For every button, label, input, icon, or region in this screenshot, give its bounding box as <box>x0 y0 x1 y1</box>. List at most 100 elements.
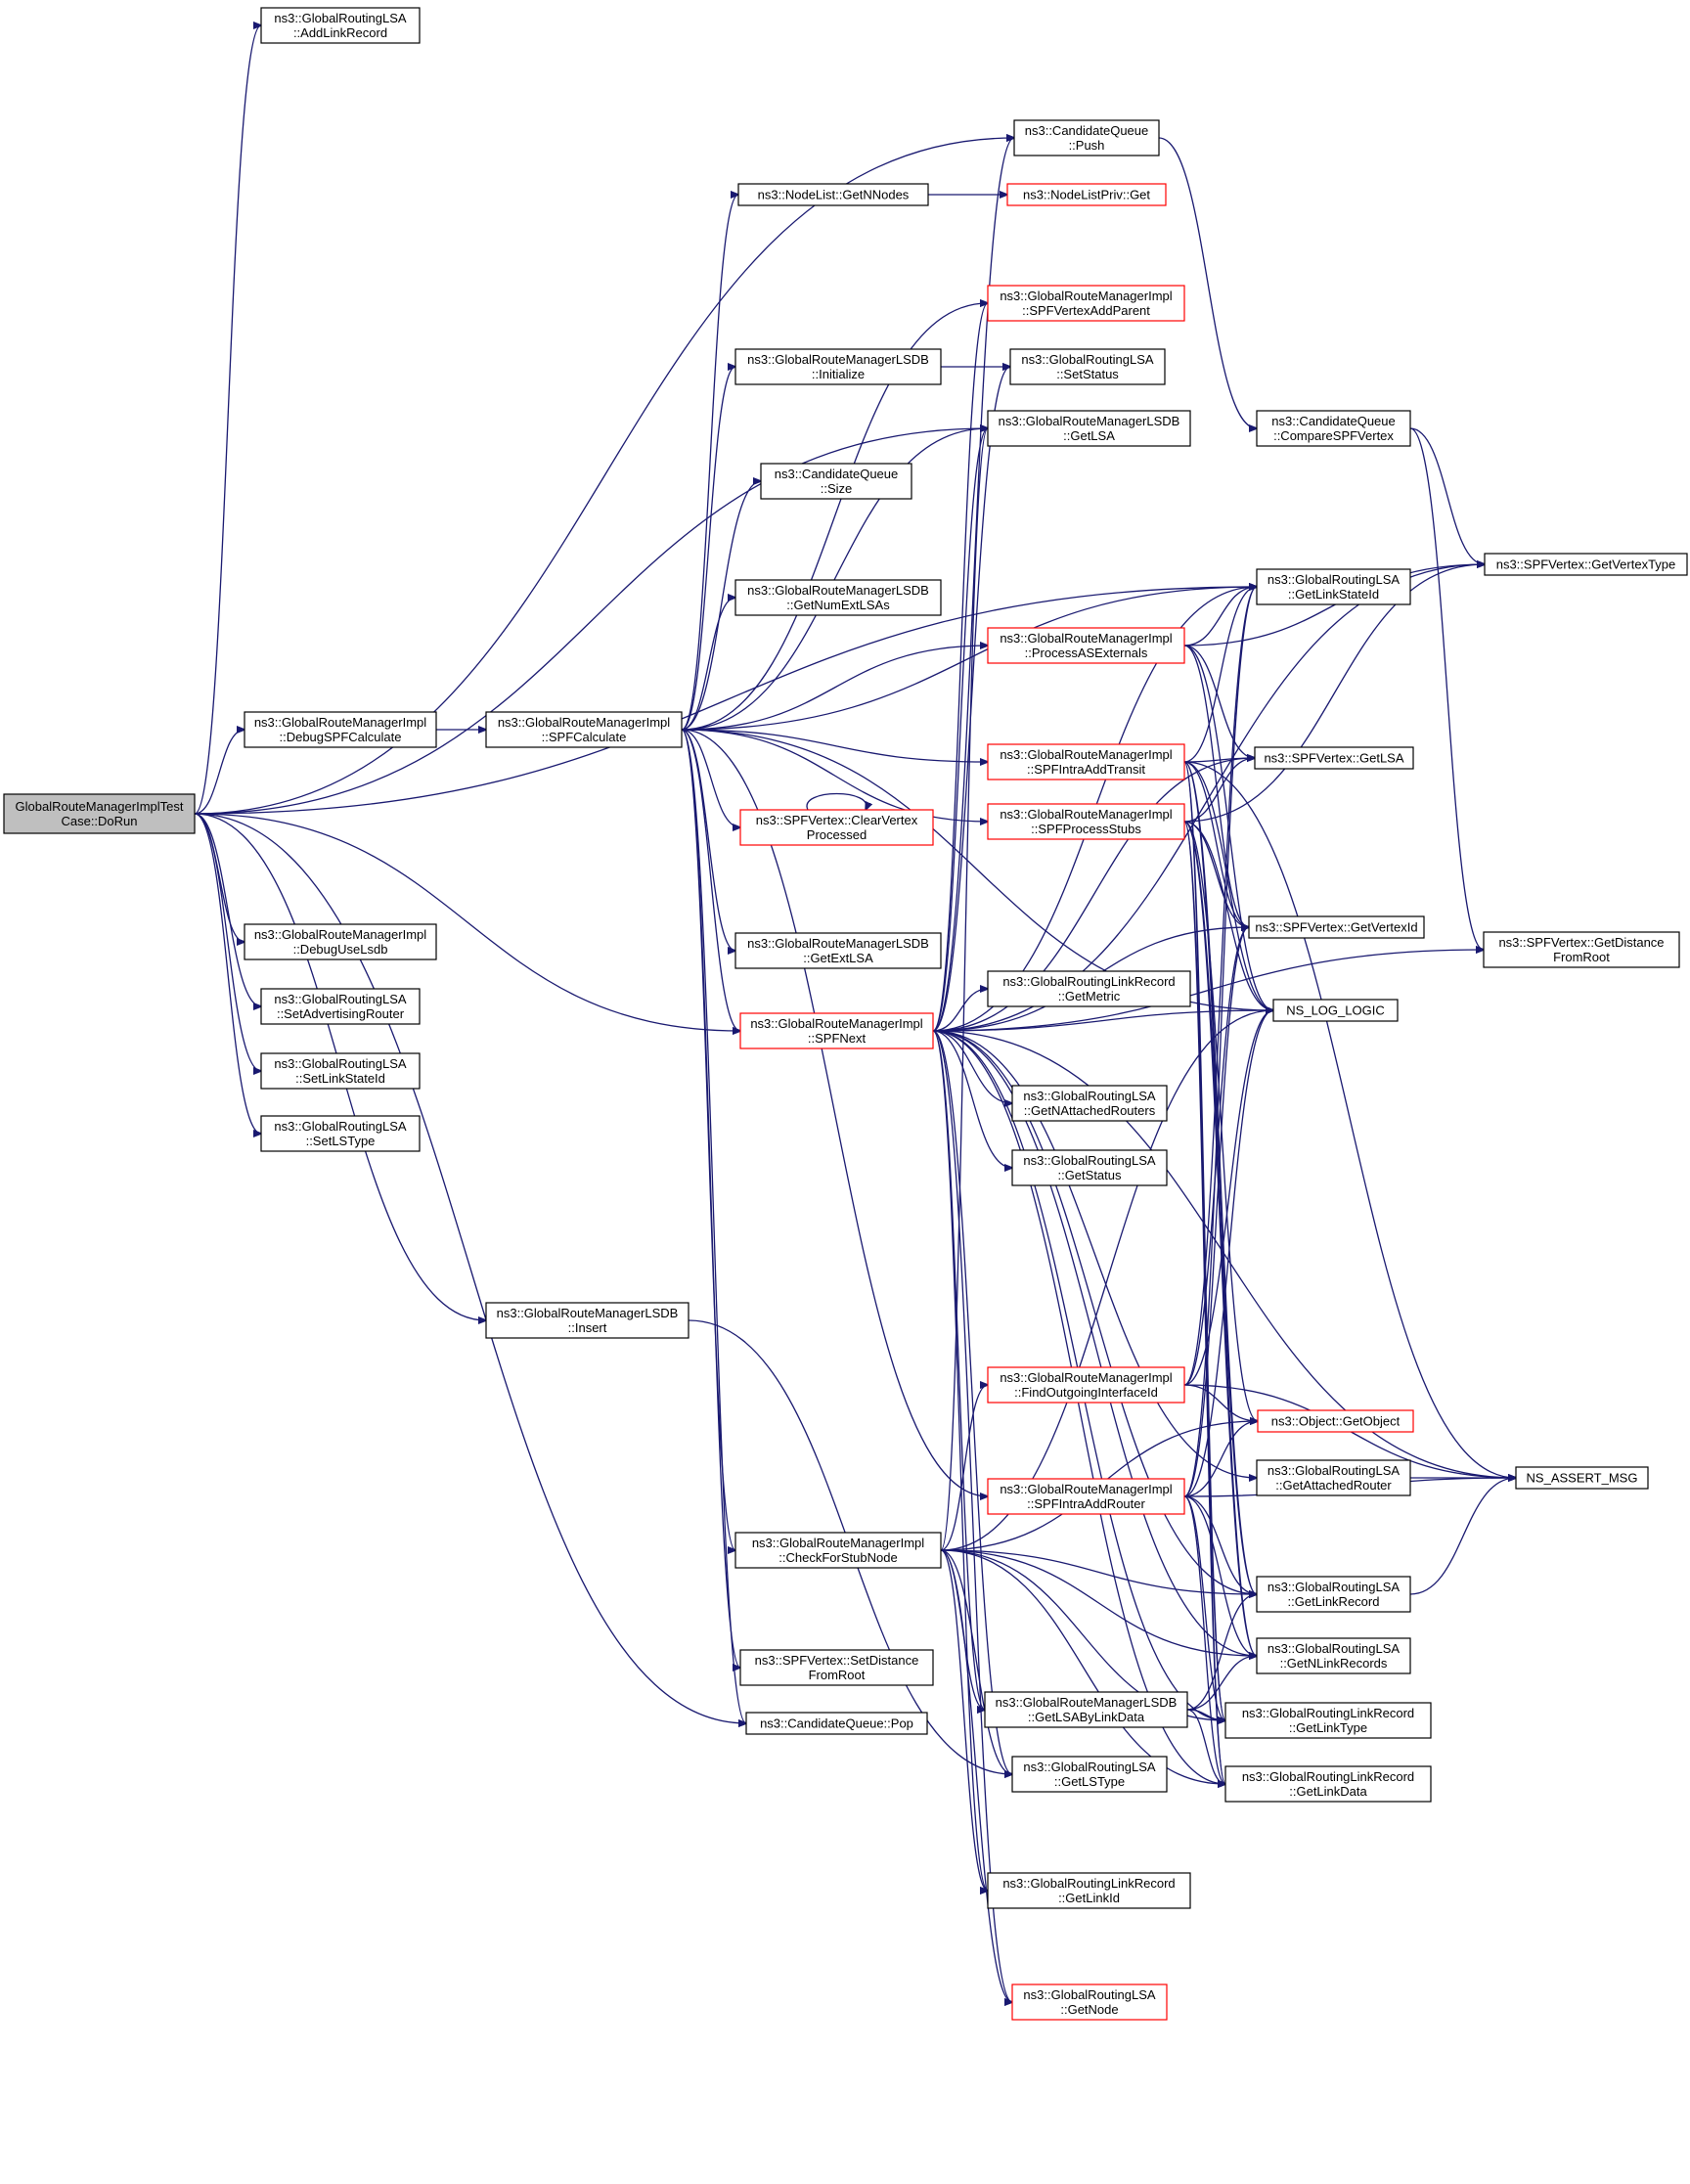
edge-spfNext-to-lsaGetLSType <box>932 1030 1012 1774</box>
node-getLinkData[interactable]: ns3::GlobalRoutingLinkRecord::GetLinkDat… <box>1224 1765 1432 1803</box>
node-debugUseLsdb[interactable]: ns3::GlobalRouteManagerImpl::DebugUseLsd… <box>244 923 437 960</box>
edge-checkForStubNode-to-nsLogLogic <box>940 1010 1273 1551</box>
node-checkForStubNode[interactable]: ns3::GlobalRouteManagerImpl::CheckForStu… <box>734 1532 942 1569</box>
node-lsaGetLinkStateId[interactable]: ns3::GlobalRoutingLSA::GetLinkStateId <box>1256 568 1411 605</box>
node-spfIntraAddRouter[interactable]: ns3::GlobalRouteManagerImpl::SPFIntraAdd… <box>987 1478 1185 1515</box>
node-cqSize[interactable]: ns3::CandidateQueue::Size <box>760 463 912 500</box>
edge-doRun-to-setLSType <box>194 813 261 1134</box>
node-lsdbGetLSA[interactable]: ns3::GlobalRouteManagerLSDB::GetLSA <box>987 410 1191 447</box>
node-label: ::SetStatus <box>1056 367 1119 381</box>
node-label: ::SetAdvertisingRouter <box>277 1006 405 1021</box>
node-lsaSetStatus[interactable]: ns3::GlobalRoutingLSA::SetStatus <box>1009 348 1166 385</box>
edge-spfCalculate-to-processASExternals <box>681 646 988 731</box>
node-box <box>1254 746 1414 770</box>
node-vertexGetLSA[interactable]: ns3::SPFVertex::GetLSA <box>1254 746 1414 770</box>
node-getExtLSA[interactable]: ns3::GlobalRouteManagerLSDB::GetExtLSA <box>734 932 942 969</box>
node-getNumExtLSAs[interactable]: ns3::GlobalRouteManagerLSDB::GetNumExtLS… <box>734 579 942 616</box>
node-lsdbInitialize[interactable]: ns3::GlobalRouteManagerLSDB::Initialize <box>734 348 942 385</box>
node-getNLinkRecords[interactable]: ns3::GlobalRoutingLSA::GetNLinkRecords <box>1256 1637 1411 1674</box>
node-getLSAByLinkData[interactable]: ns3::GlobalRouteManagerLSDB::GetLSAByLin… <box>984 1691 1188 1728</box>
node-label: ::SPFNext <box>808 1031 867 1046</box>
node-label: ns3::CandidateQueue <box>775 467 898 481</box>
node-label: ::GetAttachedRouter <box>1275 1478 1392 1493</box>
edge-checkForStubNode-to-findOutgoingInterfaceId <box>940 1385 988 1551</box>
node-nsLogLogic[interactable]: NS_LOG_LOGIC <box>1272 999 1399 1022</box>
node-lsdbInsert[interactable]: ns3::GlobalRouteManagerLSDB::Insert <box>485 1302 689 1339</box>
node-cqPop[interactable]: ns3::CandidateQueue::Pop <box>745 1712 928 1735</box>
node-box <box>1484 553 1688 576</box>
node-label: ::SPFIntraAddRouter <box>1027 1496 1145 1511</box>
node-label: ::GetMetric <box>1058 989 1121 1003</box>
node-findOutgoingInterfaceId[interactable]: ns3::GlobalRouteManagerImpl::FindOutgoin… <box>987 1366 1185 1404</box>
edge-spfCalculate-to-lsaGetLinkStateId <box>681 587 1257 731</box>
edge-spfCalculate-to-spfProcessStubs <box>681 729 988 822</box>
node-label: ::ProcessASExternals <box>1025 646 1148 660</box>
node-nodeListPrivGet[interactable]: ns3::NodeListPriv::Get <box>1006 183 1167 206</box>
node-getMetric[interactable]: ns3::GlobalRoutingLinkRecord::GetMetric <box>987 970 1191 1007</box>
node-getAttachedRouter[interactable]: ns3::GlobalRoutingLSA::GetAttachedRouter <box>1256 1459 1411 1496</box>
edge-spfIntraAddTransit-to-nsLogLogic <box>1183 761 1273 1010</box>
node-debugSPFCalculate[interactable]: ns3::GlobalRouteManagerImpl::DebugSPFCal… <box>244 711 437 748</box>
node-lsaGetNode[interactable]: ns3::GlobalRoutingLSA::GetNode <box>1011 1983 1168 2021</box>
node-label: ::SetLSType <box>306 1134 376 1148</box>
edge-spfIntraAddTransit-to-lsaGetLinkStateId <box>1183 587 1257 763</box>
edge-spfIntraAddRouter-to-getLinkType <box>1183 1495 1225 1720</box>
node-label: ns3::SPFVertex::GetVertexType <box>1496 557 1676 572</box>
node-label: ns3::NodeListPriv::Get <box>1023 188 1150 202</box>
node-setLinkStateId[interactable]: ns3::GlobalRoutingLSA::SetLinkStateId <box>260 1052 421 1090</box>
node-vertexGetVertexId[interactable]: ns3::SPFVertex::GetVertexId <box>1248 915 1425 939</box>
node-spfProcessStubs[interactable]: ns3::GlobalRouteManagerImpl::SPFProcessS… <box>987 803 1185 840</box>
edge-spfIntraAddRouter-to-objectGetObject <box>1183 1421 1258 1497</box>
node-spfNext[interactable]: ns3::GlobalRouteManagerImpl::SPFNext <box>739 1012 934 1049</box>
node-spfCalculate[interactable]: ns3::GlobalRouteManagerImpl::SPFCalculat… <box>485 711 683 748</box>
node-cqPush[interactable]: ns3::CandidateQueue::Push <box>1013 119 1160 156</box>
node-label: ns3::NodeList::GetNNodes <box>758 188 910 202</box>
node-objectGetObject[interactable]: ns3::Object::GetObject <box>1257 1409 1414 1433</box>
node-box <box>760 463 912 500</box>
edge-processASExternals-to-vertexGetVertexId <box>1183 645 1249 927</box>
edge-getLSAByLinkData-to-getLinkData <box>1186 1709 1225 1784</box>
node-label: ::AddLinkRecord <box>293 25 387 40</box>
edge-processASExternals-to-lsaGetLinkStateId <box>1183 587 1257 646</box>
node-label: ::SPFVertexAddParent <box>1022 303 1150 318</box>
node-addLinkRecord[interactable]: ns3::GlobalRoutingLSA::AddLinkRecord <box>260 7 421 44</box>
node-spfVertexAddParent[interactable]: ns3::GlobalRouteManagerImpl::SPFVertexAd… <box>987 285 1185 322</box>
node-lsaGetLinkRecord[interactable]: ns3::GlobalRoutingLSA::GetLinkRecord <box>1256 1576 1411 1613</box>
edge-doRun-to-spfNext <box>194 813 740 1031</box>
edge-doRun-to-setAdvertisingRouter <box>194 813 261 1006</box>
node-box <box>739 809 934 846</box>
node-vertexGetVertexType[interactable]: ns3::SPFVertex::GetVertexType <box>1484 553 1688 576</box>
node-label: ns3::GlobalRouteManagerImpl <box>752 1536 924 1550</box>
node-label: ns3::GlobalRouteManagerLSDB <box>747 583 929 598</box>
node-lsaGetLSType[interactable]: ns3::GlobalRoutingLSA::GetLSType <box>1011 1756 1168 1793</box>
edge-compareSPFVertex-to-vertexGetDistanceFromRoot <box>1409 427 1484 950</box>
node-box <box>1256 1459 1411 1496</box>
edge-spfCalculate-to-spfVertexAddParent <box>681 303 988 731</box>
node-setLSType[interactable]: ns3::GlobalRoutingLSA::SetLSType <box>260 1115 421 1152</box>
node-spfIntraAddTransit[interactable]: ns3::GlobalRouteManagerImpl::SPFIntraAdd… <box>987 743 1185 780</box>
edge-spfNext-to-lsaSetStatus <box>932 367 1010 1032</box>
node-label: ns3::GlobalRoutingLinkRecord <box>1002 1876 1175 1891</box>
node-processASExternals[interactable]: ns3::GlobalRouteManagerImpl::ProcessASEx… <box>987 627 1185 664</box>
node-setAdvertisingRouter[interactable]: ns3::GlobalRoutingLSA::SetAdvertisingRou… <box>260 988 421 1025</box>
node-label: ns3::GlobalRouteManagerImpl <box>1000 747 1172 762</box>
node-box <box>1009 348 1166 385</box>
node-label: ns3::GlobalRoutingLSA <box>274 1056 406 1071</box>
edge-clearVertexProcessed-to-clearVertexProcessed <box>806 792 867 811</box>
edge-compareSPFVertex-to-vertexGetVertexType <box>1409 427 1485 564</box>
node-compareSPFVertex[interactable]: ns3::CandidateQueue::CompareSPFVertex <box>1256 410 1411 447</box>
node-getNAttachedRouters[interactable]: ns3::GlobalRoutingLSA::GetNAttachedRoute… <box>1011 1085 1168 1122</box>
node-getLinkId[interactable]: ns3::GlobalRoutingLinkRecord::GetLinkId <box>987 1872 1191 1909</box>
node-getLinkType[interactable]: ns3::GlobalRoutingLinkRecord::GetLinkTyp… <box>1224 1702 1432 1739</box>
node-label: ::GetLinkData <box>1289 1784 1367 1799</box>
node-lsaGetStatus[interactable]: ns3::GlobalRoutingLSA::GetStatus <box>1011 1149 1168 1186</box>
node-nsAssertMsg[interactable]: NS_ASSERT_MSG <box>1515 1466 1649 1490</box>
node-box <box>737 183 929 206</box>
node-label: GlobalRouteManagerImplTest <box>16 799 184 814</box>
node-box <box>987 1872 1191 1909</box>
node-getNNodes[interactable]: ns3::NodeList::GetNNodes <box>737 183 929 206</box>
